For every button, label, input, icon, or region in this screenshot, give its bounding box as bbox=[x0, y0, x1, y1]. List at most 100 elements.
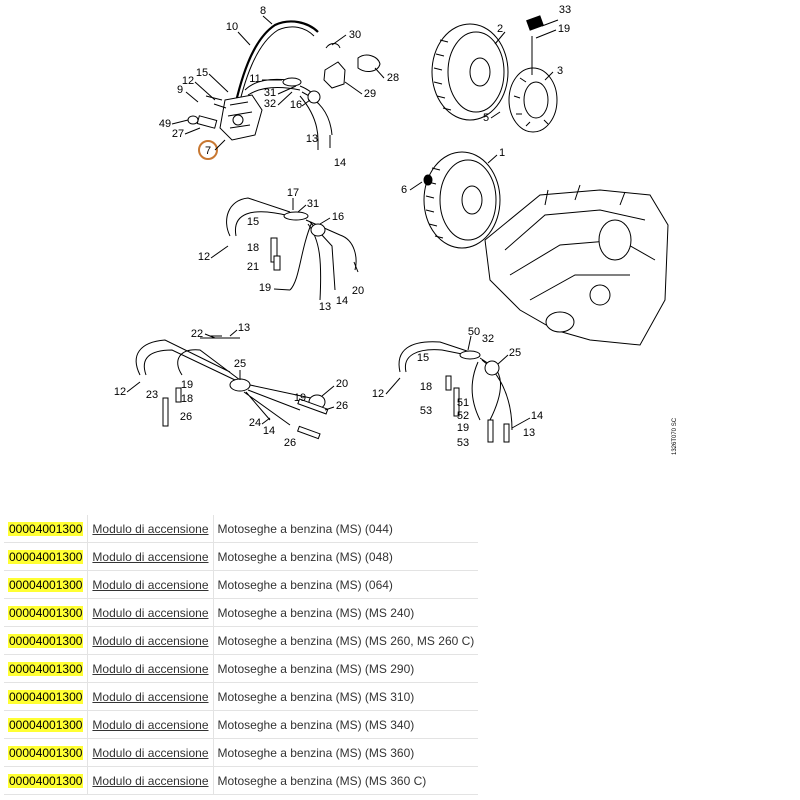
model-cell: Motoseghe a benzina (MS) (MS 240) bbox=[213, 598, 479, 627]
callout: 29 bbox=[364, 88, 376, 100]
wiring-harness-lower-left bbox=[135, 335, 329, 440]
callout: 9 bbox=[177, 84, 183, 96]
stator-coil bbox=[508, 15, 558, 133]
wiring-harness-lower-right bbox=[398, 341, 513, 443]
model-cell: Motoseghe a benzina (MS) (064) bbox=[213, 570, 479, 599]
part-name-link[interactable]: Modulo di accensione bbox=[92, 577, 209, 592]
part-name-cell: Modulo di accensione bbox=[87, 542, 214, 571]
part-number: 00004001300 bbox=[8, 689, 84, 704]
ignition-module-assembly bbox=[187, 20, 381, 150]
callout: 49 bbox=[159, 118, 171, 130]
callout: 24 bbox=[249, 417, 261, 429]
callout: 6 bbox=[401, 184, 407, 196]
callout-highlighted: 7 bbox=[205, 145, 211, 157]
part-number-cell: 00004001300 bbox=[4, 515, 89, 543]
part-number: 00004001300 bbox=[8, 577, 84, 592]
part-name-link[interactable]: Modulo di accensione bbox=[92, 605, 209, 620]
part-number: 00004001300 bbox=[8, 717, 84, 732]
callout: 10 bbox=[226, 21, 238, 33]
part-name-link[interactable]: Modulo di accensione bbox=[92, 549, 209, 564]
callout: 17 bbox=[287, 187, 299, 199]
part-name-cell: Modulo di accensione bbox=[87, 626, 214, 655]
callout: 13 bbox=[523, 427, 535, 439]
part-number: 00004001300 bbox=[8, 745, 84, 760]
part-number: 00004001300 bbox=[8, 605, 84, 620]
engine-crankcase bbox=[484, 184, 669, 346]
model-cell: Motoseghe a benzina (MS) (MS 310) bbox=[213, 682, 479, 711]
callout: 12 bbox=[182, 75, 194, 87]
callout: 3 bbox=[557, 65, 563, 77]
callout: 31 bbox=[307, 198, 319, 210]
callout: 50 bbox=[468, 326, 480, 338]
callout: 19 bbox=[294, 392, 306, 404]
callout: 52 bbox=[457, 410, 469, 422]
callout: 26 bbox=[336, 400, 348, 412]
model-cell: Motoseghe a benzina (MS) (MS 360) bbox=[213, 738, 479, 767]
table-row: 00004001300 Modulo di accensione Motoseghe… bbox=[4, 738, 479, 767]
callout: 26 bbox=[284, 437, 296, 449]
part-name-link[interactable]: Modulo di accensione bbox=[92, 745, 209, 760]
part-name-link[interactable]: Modulo di accensione bbox=[92, 633, 209, 648]
callout: 18 bbox=[181, 393, 193, 405]
part-number: 00004001300 bbox=[8, 633, 84, 648]
callout: 8 bbox=[260, 5, 266, 17]
part-name-link[interactable]: Modulo di accensione bbox=[92, 773, 209, 788]
callout: 22 bbox=[191, 328, 203, 340]
wiring-harness-middle bbox=[226, 197, 359, 301]
callout: 13 bbox=[319, 301, 331, 313]
callout: 19 bbox=[181, 379, 193, 391]
callout: 14 bbox=[334, 157, 346, 169]
highlighted-callout-ring bbox=[198, 140, 218, 160]
callout: 25 bbox=[234, 358, 246, 370]
callout: 15 bbox=[247, 216, 259, 228]
callout: 11 bbox=[249, 73, 260, 85]
part-name-link[interactable]: Modulo di accensione bbox=[92, 661, 209, 676]
callout: 13 bbox=[306, 133, 318, 145]
callout: 15 bbox=[196, 67, 208, 79]
part-number-cell: 00004001300 bbox=[4, 542, 89, 571]
table-row: 00004001300 Modulo di accensione Motoseghe… bbox=[4, 570, 479, 599]
part-name-cell: Modulo di accensione bbox=[87, 766, 214, 795]
model-cell: Motoseghe a benzina (MS) (044) bbox=[213, 515, 479, 543]
table-row: 00004001300 Modulo di accensione Motoseghe… bbox=[4, 598, 479, 627]
part-number-cell: 00004001300 bbox=[4, 682, 89, 711]
part-name-link[interactable]: Modulo di accensione bbox=[92, 521, 209, 536]
part-name-link[interactable]: Modulo di accensione bbox=[92, 717, 209, 732]
callout: 25 bbox=[509, 347, 521, 359]
exploded-parts-diagram: 8 10 15 12 9 11 31 32 16 30 28 29 49 27 … bbox=[114, 4, 678, 455]
callout: 51 bbox=[457, 397, 469, 409]
part-number-cell: 00004001300 bbox=[4, 570, 89, 599]
part-name-cell: Modulo di accensione bbox=[87, 710, 214, 739]
part-number: 00004001300 bbox=[8, 521, 84, 536]
callout: 14 bbox=[531, 410, 543, 422]
callout: 2 bbox=[497, 23, 503, 35]
callout: 53 bbox=[457, 437, 469, 449]
drawing-code: 1326T070 SC bbox=[672, 417, 678, 455]
callout: 18 bbox=[247, 242, 259, 254]
callout: 31 bbox=[264, 87, 276, 99]
callout: 1 bbox=[499, 147, 505, 159]
callout: 32 bbox=[264, 98, 276, 110]
callout: 19 bbox=[457, 422, 469, 434]
callout: 20 bbox=[352, 285, 364, 297]
callout-labels: 8 10 15 12 9 11 31 32 16 30 28 29 49 27 … bbox=[114, 4, 571, 449]
callout: 16 bbox=[332, 211, 344, 223]
part-name-link[interactable]: Modulo di accensione bbox=[92, 689, 209, 704]
part-name-cell: Modulo di accensione bbox=[87, 738, 214, 767]
model-cell: Motoseghe a benzina (MS) (048) bbox=[213, 542, 479, 571]
callout: 19 bbox=[259, 282, 271, 294]
part-number-cell: 00004001300 bbox=[4, 738, 89, 767]
model-cell: Motoseghe a benzina (MS) (MS 360 C) bbox=[213, 766, 479, 795]
part-name-cell: Modulo di accensione bbox=[87, 515, 214, 543]
flywheel-top bbox=[431, 23, 509, 121]
part-number-cell: 00004001300 bbox=[4, 626, 89, 655]
callout: 33 bbox=[559, 4, 571, 16]
callout: 16 bbox=[290, 99, 302, 111]
